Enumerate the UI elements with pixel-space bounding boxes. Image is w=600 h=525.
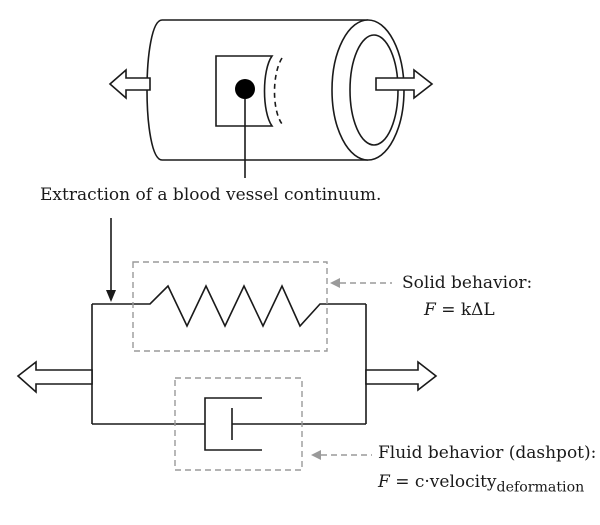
model-frame: [91, 304, 367, 424]
extracted-element-dashed-edge: [273, 57, 283, 125]
blood-vessel-cylinder: [146, 19, 405, 161]
arrow-left-icon: [108, 68, 151, 100]
solid-behavior-leader: [330, 278, 392, 288]
solid-behavior-formula: F = kΔL: [424, 300, 495, 320]
spring: [92, 284, 366, 328]
fluid-formula-lhs: F: [378, 472, 390, 492]
fluid-behavior-box: [174, 377, 303, 471]
solid-behavior-box: [132, 261, 328, 352]
fluid-formula-mid: = c·velocity: [389, 472, 497, 492]
fluid-behavior-leader: [311, 450, 372, 460]
dashpot: [92, 397, 366, 451]
extracted-element-dot: [235, 79, 255, 99]
extraction-label: Extraction of a blood vessel continuum.: [40, 185, 382, 205]
arrow-right-icon: [365, 360, 438, 392]
arrow-right-icon: [375, 68, 434, 100]
pointer-arrow: [106, 218, 116, 302]
solid-behavior-title: Solid behavior:: [402, 273, 533, 293]
solid-formula-rhs: = kΔL: [435, 300, 495, 320]
fluid-behavior-title: Fluid behavior (dashpot):: [378, 443, 597, 463]
solid-formula-lhs: F: [424, 300, 436, 320]
arrow-left-icon: [16, 360, 93, 394]
fluid-behavior-formula: F = c·velocitydeformation: [378, 472, 584, 497]
fluid-formula-sub: deformation: [496, 479, 585, 496]
